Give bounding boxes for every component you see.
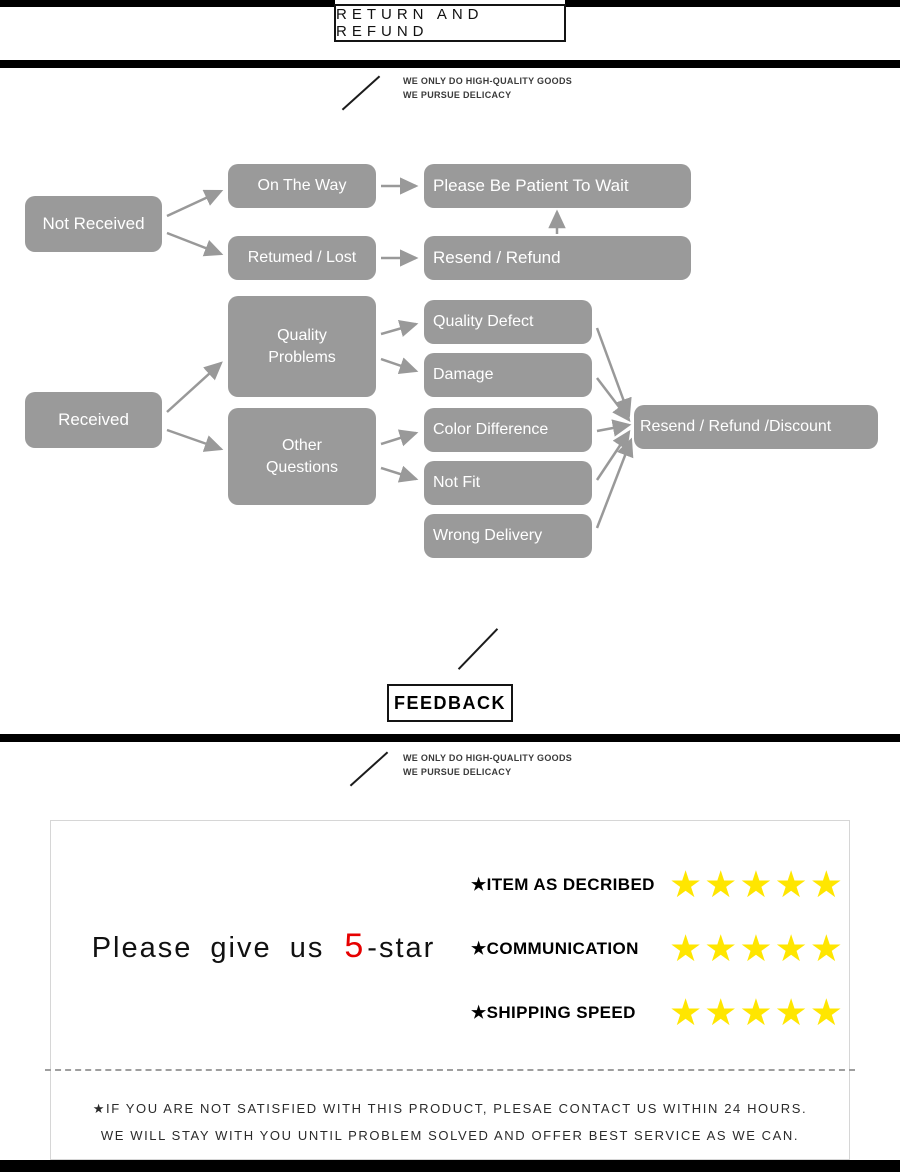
tagline-1: WE ONLY DO HIGH-QUALITY GOODS WE PURSUE …: [403, 75, 572, 102]
tagline-2-line2: WE PURSUE DELICACY: [403, 766, 512, 777]
star-icon: ★: [739, 992, 775, 1033]
return-refund-title: RETURN AND REFUND: [336, 6, 484, 40]
star-icon: ★: [704, 864, 740, 905]
tagline-2-line1: WE ONLY DO HIGH-QUALITY GOODS: [403, 753, 573, 763]
rating-rows: ★ITEM AS DECRIBED ★★★★★ ★COMMUNICATION ★…: [471, 861, 845, 1053]
flow-node-on-the-way: On The Way: [228, 164, 376, 208]
tagline-2: WE ONLY DO HIGH-QUALITY GOODS WE PURSUE …: [403, 752, 572, 779]
flow-node-not-received: Not Received: [25, 196, 162, 252]
rating-stars: ★★★★★: [669, 994, 845, 1031]
flow-node-quality-defect: Quality Defect: [424, 300, 592, 344]
slash-icon: [341, 75, 381, 111]
top-bar-left: [0, 0, 335, 7]
flow-node-damage: Damage: [424, 353, 592, 397]
flowchart: Not Received On The Way Please Be Patien…: [0, 150, 900, 580]
flow-node-color-difference: Color Difference: [424, 408, 592, 452]
service-note-line2: WE WILL STAY WITH YOU UNTIL PROBLEM SOLV…: [100, 1128, 800, 1143]
divider-bar-1: [0, 60, 900, 68]
flow-node-resend-refund-discount: Resend / Refund /Discount: [634, 405, 878, 449]
star-icon: ★: [704, 992, 740, 1033]
bottom-bar: [0, 1160, 900, 1172]
divider-bar-2: [0, 734, 900, 742]
flow-node-wrong-delivery: Wrong Delivery: [424, 514, 592, 558]
star-icon: ★: [809, 928, 845, 969]
rating-prompt: Please give us 5-star: [91, 927, 436, 966]
flow-node-not-fit: Not Fit: [424, 461, 592, 505]
tagline-1-line2: WE PURSUE DELICACY: [403, 89, 512, 100]
flowchart-arrows: [166, 177, 634, 529]
flow-node-be-patient: Please Be Patient To Wait: [424, 164, 691, 208]
top-bar-right: [565, 0, 900, 7]
return-refund-title-box: RETURN AND REFUND: [334, 4, 566, 42]
flow-node-other-questions: Other Questions: [228, 408, 376, 505]
rating-row-item-as-described: ★ITEM AS DECRIBED ★★★★★: [471, 861, 845, 908]
tagline-1-line1: WE ONLY DO HIGH-QUALITY GOODS: [403, 76, 573, 86]
rating-prompt-prefix: Please give us: [91, 932, 343, 964]
service-note-line1: ★IF YOU ARE NOT SATISFIED WITH THIS PROD…: [92, 1101, 808, 1116]
star-icon: ★: [809, 864, 845, 905]
flow-node-quality-problems: Quality Problems: [228, 296, 376, 397]
flow-node-received: Received: [25, 392, 162, 448]
service-notes: ★IF YOU ARE NOT SATISFIED WITH THIS PROD…: [51, 1095, 849, 1149]
feedback-title-box: FEEDBACK: [387, 684, 513, 722]
rating-label: ★COMMUNICATION: [471, 938, 639, 958]
feedback-panel: Please give us 5-star ★ITEM AS DECRIBED …: [45, 820, 855, 1160]
rating-prompt-number: 5: [344, 927, 366, 965]
star-icon: ★: [774, 928, 810, 969]
star-icon: ★: [669, 992, 705, 1033]
flow-node-returned-lost: Retumed / Lost: [228, 236, 376, 280]
rating-label: ★SHIPPING SPEED: [471, 1002, 636, 1022]
star-icon: ★: [704, 928, 740, 969]
feedback-title: FEEDBACK: [393, 692, 506, 713]
rating-label: ★ITEM AS DECRIBED: [471, 874, 655, 894]
flow-node-resend-refund: Resend / Refund: [424, 236, 691, 280]
star-icon: ★: [774, 992, 810, 1033]
rating-stars: ★★★★★: [669, 866, 845, 903]
star-icon: ★: [809, 992, 845, 1033]
slash-icon: [457, 628, 499, 670]
dashed-divider: [45, 1069, 855, 1071]
star-icon: ★: [669, 928, 705, 969]
star-icon: ★: [739, 864, 775, 905]
rating-stars: ★★★★★: [669, 930, 845, 967]
slash-icon: [349, 751, 389, 787]
star-icon: ★: [739, 928, 775, 969]
rating-row-communication: ★COMMUNICATION ★★★★★: [471, 925, 845, 972]
rating-row-shipping-speed: ★SHIPPING SPEED ★★★★★: [471, 989, 845, 1036]
rating-prompt-suffix: -star: [367, 932, 436, 964]
star-icon: ★: [669, 864, 705, 905]
star-icon: ★: [774, 864, 810, 905]
